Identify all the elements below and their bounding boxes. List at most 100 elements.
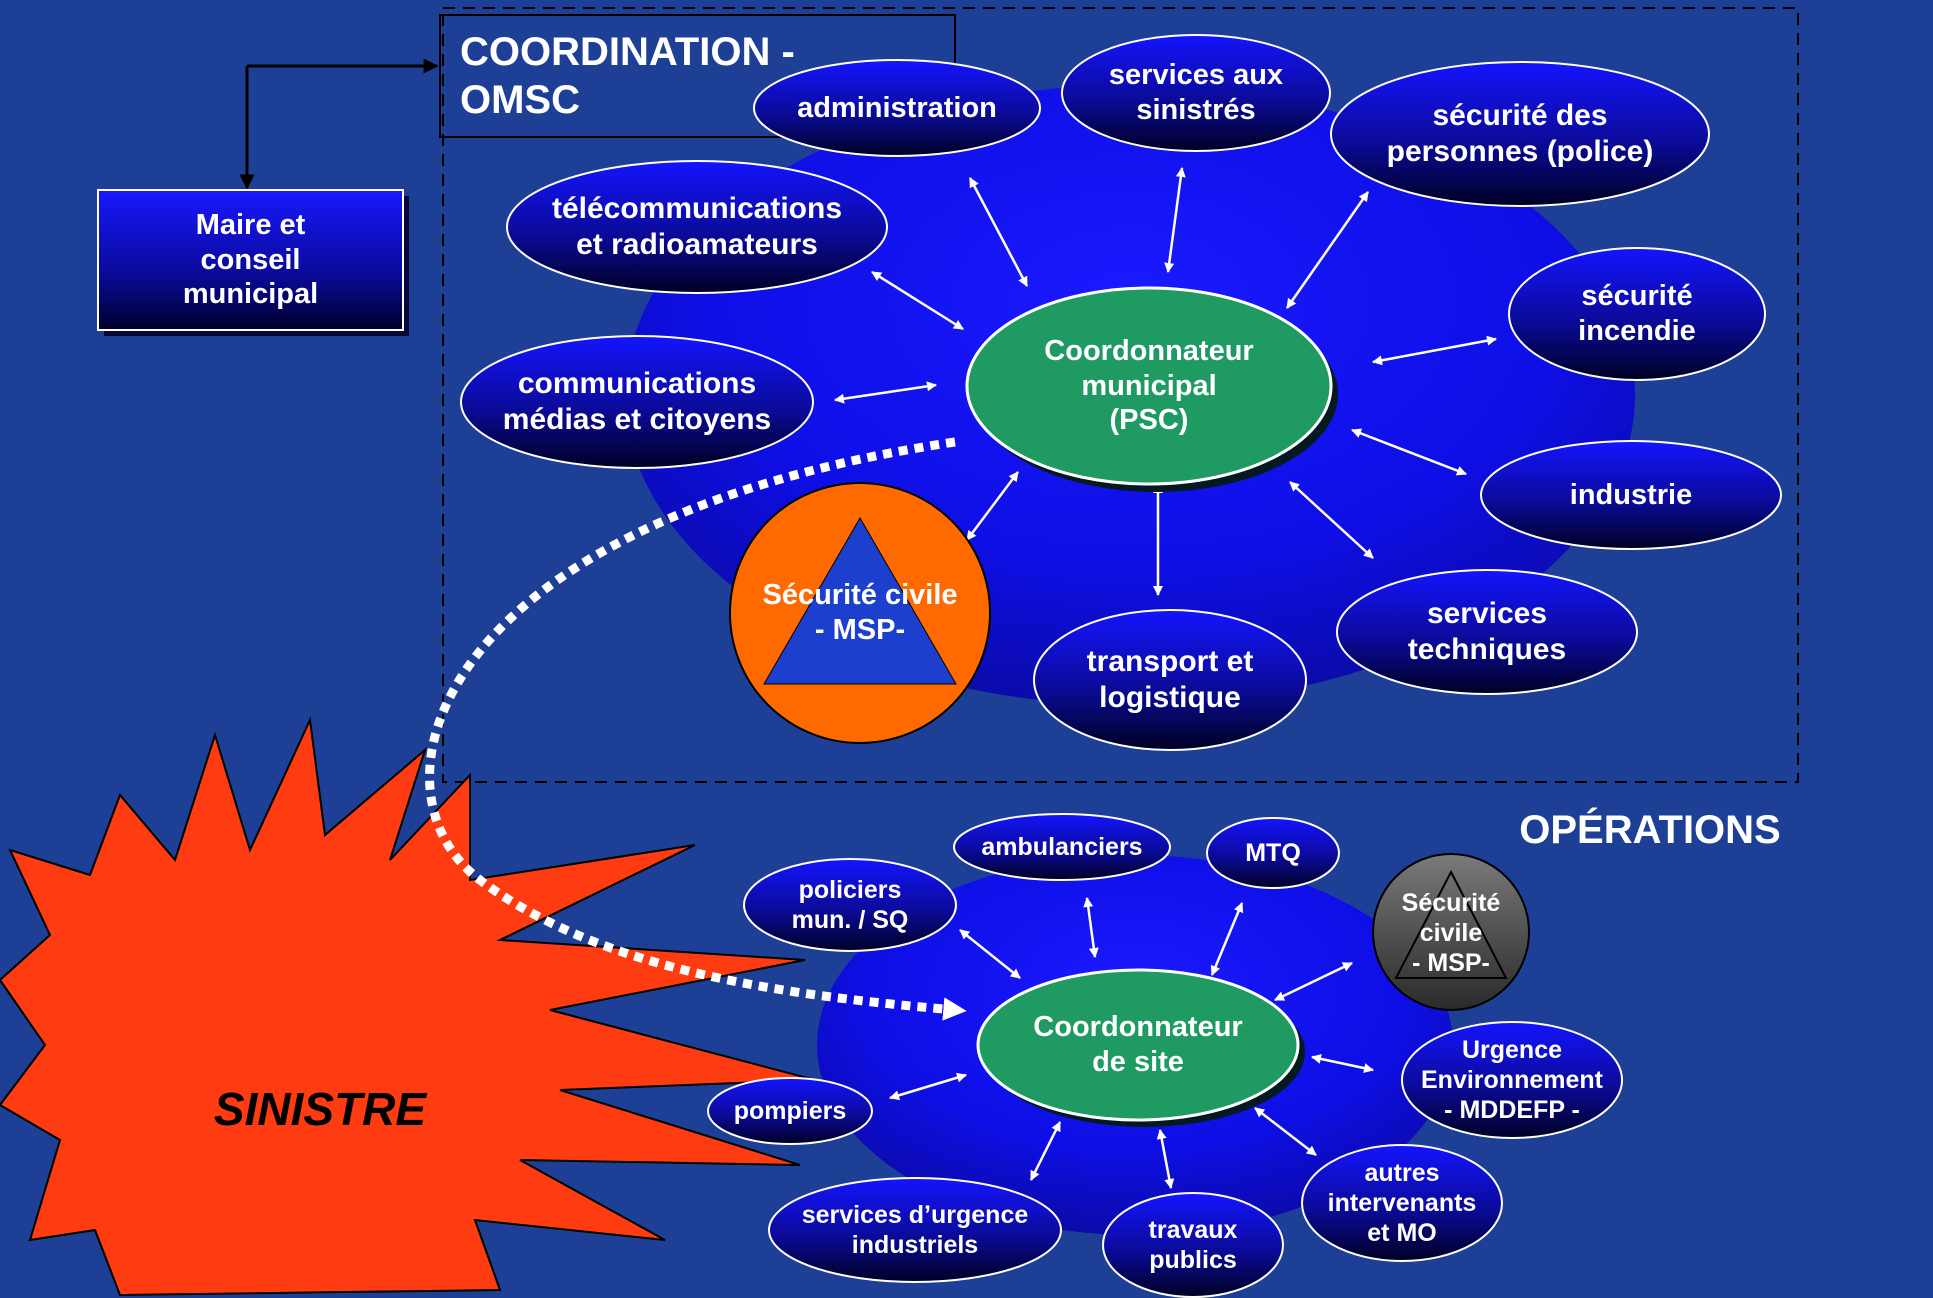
coordination-arrows	[834, 167, 1497, 596]
disaster-starburst	[0, 716, 816, 1297]
civil-security-triangle	[763, 517, 957, 685]
others-line1: autres	[1364, 1159, 1440, 1187]
media-line2: médias et citoyens	[502, 403, 772, 436]
industry-line1: industrie	[1569, 478, 1693, 511]
mayor-label: Maire et conseil municipal	[98, 190, 403, 330]
mayor-box	[97, 189, 404, 331]
civil-security-small-circle	[1372, 853, 1530, 1011]
public-works-line2: publics	[1149, 1246, 1237, 1274]
arrow-mtq	[1210, 902, 1244, 976]
public-works-label: travaux publics	[1103, 1193, 1283, 1297]
node-ambulance	[953, 813, 1171, 881]
municipal-coordinator-line1: Coordonnateur	[1044, 334, 1254, 367]
operations-label: OPÉRATIONS	[1480, 800, 1820, 860]
arrow-civil-security-small	[1274, 961, 1353, 1002]
transport-line2: logistique	[1099, 681, 1241, 714]
industrial-line2: industriels	[851, 1231, 979, 1259]
police-label: sécurité des personnes (police)	[1331, 62, 1709, 206]
civil-security-line2: - MSP-	[814, 614, 906, 646]
coordination-frame	[442, 7, 1799, 783]
node-industrial	[768, 1177, 1062, 1283]
title-label: COORDINATION - OMSC	[440, 15, 955, 137]
arrow-ambulance	[1083, 897, 1099, 958]
civil-security-small-line2: civile	[1419, 919, 1483, 947]
disaster-label: SINISTRE	[150, 1075, 490, 1145]
technical-line2: techniques	[1407, 633, 1567, 666]
site-coordinator-label: Coordonnateur de site	[978, 970, 1298, 1120]
municipal-coordinator-label: Coordonnateur municipal (PSC)	[967, 288, 1331, 484]
transport-line1: transport et	[1086, 645, 1254, 678]
victims-label: services aux sinistrés	[1062, 35, 1330, 151]
arrow-police-sq	[959, 929, 1021, 979]
victims-line1: services aux	[1108, 59, 1284, 92]
fire-label: sécurité incendie	[1509, 248, 1765, 380]
operations-text: OPÉRATIONS	[1519, 808, 1781, 852]
arrow-technical	[1289, 481, 1374, 559]
arrow-industry	[1351, 428, 1467, 476]
node-police	[1330, 61, 1710, 207]
ambulance-line1: ambulanciers	[981, 833, 1143, 861]
environment-line2: Environnement	[1421, 1066, 1603, 1094]
police-sq-line1: policiers	[798, 876, 902, 904]
arrow-public-works	[1156, 1129, 1175, 1189]
civil-security-small-line1: Sécurité	[1401, 889, 1501, 917]
arrow-police	[1285, 191, 1370, 309]
public-works-line1: travaux	[1148, 1216, 1238, 1244]
mtq-label: MTQ	[1207, 818, 1339, 888]
node-environment	[1401, 1021, 1623, 1139]
arrow-fire	[1372, 335, 1497, 366]
node-firefighters	[707, 1077, 873, 1145]
arrow-firefighters	[889, 1072, 967, 1101]
mayor-line1: Maire et	[195, 208, 306, 241]
telecom-line2: et radioamateurs	[576, 228, 818, 261]
title-line1: COORDINATION -	[460, 30, 795, 74]
arrow-administration	[968, 177, 1029, 287]
arrow-telecom	[871, 270, 964, 331]
coordination-nodes	[460, 34, 1782, 751]
industrial-label: services d’urgence industriels	[769, 1178, 1061, 1282]
civil-security-small-label: Sécurité civile - MSP-	[1373, 875, 1529, 991]
node-fire	[1508, 247, 1766, 381]
industrial-line1: services d’urgence	[801, 1201, 1029, 1229]
node-police-sq	[743, 858, 957, 952]
node-administration	[753, 59, 1041, 157]
telecom-line1: télécommunications	[551, 192, 843, 225]
mayor-line3: municipal	[182, 278, 319, 311]
disaster-text: SINISTRE	[213, 1083, 427, 1136]
municipal-coordinator-line3: (PSC)	[1109, 404, 1189, 437]
arrow-environment	[1311, 1053, 1374, 1074]
node-transport	[1033, 609, 1307, 751]
node-technical	[1336, 569, 1638, 695]
others-line3: et MO	[1367, 1219, 1437, 1247]
arrow-others	[1254, 1107, 1317, 1156]
police-line2: personnes (police)	[1386, 135, 1654, 168]
technical-label: services techniques	[1337, 570, 1637, 694]
node-telecom	[506, 160, 888, 294]
site-coordinator-line2: de site	[1092, 1046, 1184, 1078]
site-coordinator-node	[976, 968, 1300, 1122]
police-sq-label: policiers mun. / SQ	[744, 859, 956, 951]
telecom-label: télécommunications et radioamateurs	[507, 161, 887, 293]
environment-line1: Urgence	[1461, 1036, 1563, 1064]
disaster-to-municipal-arrow	[425, 437, 967, 1021]
municipal-coordinator-line2: municipal	[1081, 369, 1217, 402]
fire-line2: incendie	[1578, 315, 1696, 347]
mayor-connector	[239, 58, 439, 190]
node-victims	[1061, 34, 1331, 152]
municipal-coordinator-node	[965, 286, 1333, 486]
media-label: communications médias et citoyens	[461, 336, 813, 468]
node-public-works	[1102, 1192, 1284, 1298]
civil-security-label: Sécurité civile - MSP-	[730, 565, 990, 661]
civil-security-small-triangle	[1394, 869, 1508, 979]
environment-line3: - MDDEFP -	[1444, 1096, 1580, 1124]
arrow-civil-security	[966, 471, 1019, 541]
arrow-victims	[1164, 167, 1186, 273]
arrow-industrial	[1029, 1121, 1062, 1181]
fire-line1: sécurité	[1581, 280, 1693, 313]
ambulance-label: ambulanciers	[954, 814, 1170, 880]
firefighters-label: pompiers	[708, 1078, 872, 1144]
mayor-line2: conseil	[200, 243, 301, 276]
operations-arrows	[889, 897, 1374, 1189]
